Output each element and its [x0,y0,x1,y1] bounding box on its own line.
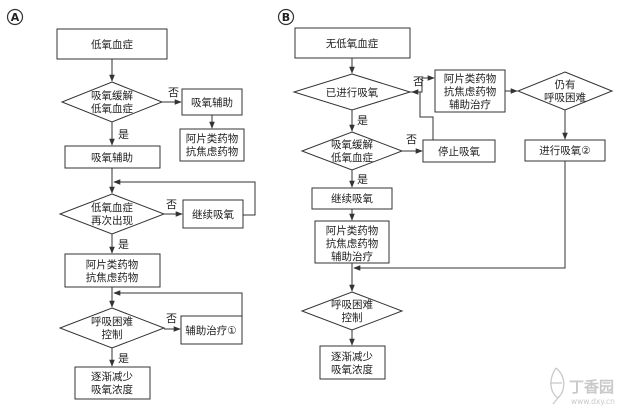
a-decision-2-line-1: 低氧血症 [91,201,133,214]
b-box-2 [314,220,390,264]
a-decision-1-yes-label: 是 [118,128,129,141]
b-decision-1-no-label: 否 [413,75,424,88]
panel-b-marker-circle [277,8,295,26]
b-box-1-line-1: 阿片类药物 [444,72,497,85]
a-decision-1 [60,81,164,123]
a-box-2-line-1: 阿片类药物 [86,258,139,271]
b-decision-2-no-label: 否 [406,133,417,146]
watermark: 丁香园 www.dxy.cn [550,367,615,406]
a-box-3 [74,366,151,400]
b-arrow-d1-no [410,75,435,93]
b-start-label: 无低氧血症 [326,37,379,50]
b-oxygen-box-label: 进行吸氧② [539,144,590,157]
a-box-1-label: 吸氧辅助 [91,151,133,164]
b-box-1 [434,69,506,113]
b-decision-3 [300,291,404,331]
b-decision-2-line-2: 低氧血症 [331,151,373,164]
b-decision-persist [516,71,614,111]
b-decision-1-yes-label: 是 [357,114,368,127]
a-side-box-2-line-2: 抗焦虑药物 [186,145,239,158]
a-decision-3-yes-label: 是 [118,352,129,365]
a-start-label: 低氧血症 [91,38,133,51]
a-side-box-1 [181,88,243,116]
b-continue-box-label: 继续吸氧 [331,192,373,205]
a-decision-1-no-label: 否 [168,86,179,99]
a-side-box-3-label: 继续吸氧 [192,208,234,221]
b-box-2-line-2: 抗焦虑药物 [326,237,379,250]
watermark-brand: 丁香园 [569,378,614,396]
a-box-2-line-2: 抗焦虑药物 [86,271,139,284]
panel-b-marker: B [282,11,290,24]
b-box-3 [319,345,386,380]
b-decision-persist-line-1: 仍有 [555,78,576,91]
b-box-2-line-3: 辅助治疗 [331,250,373,263]
b-stop-box [422,139,496,163]
a-side-box-4 [180,315,243,345]
b-box-1-line-3: 辅助治疗 [449,98,491,111]
b-decision-3-line-1: 呼吸困难 [331,299,373,311]
b-arrow-oxygen-merge [353,161,566,271]
a-decision-1-line-2: 低氧血症 [91,102,133,115]
panel-b: B 无低氧血症 已进行吸氧 否 阿片类药物 抗焦虑药物 辅助治疗 仍有 呼吸困难… [277,8,614,380]
a-decision-2-yes-label: 是 [118,238,129,251]
b-box-1-line-2: 抗焦虑药物 [444,85,497,98]
b-box-3-line-1: 逐渐减少 [331,350,373,363]
a-side-box-2 [179,128,245,162]
b-box-2-line-1: 阿片类药物 [326,224,379,237]
b-decision-2 [300,131,404,171]
a-box-2 [64,253,161,288]
a-side-box-2-line-1: 阿片类药物 [186,132,239,145]
a-decision-3-line-2: 控制 [102,328,123,341]
panel-a: A 低氧血症 吸氧缓解 低氧血症 否 吸氧辅助 阿片类药物 抗焦虑药物 是 吸氧… [6,8,256,400]
a-decision-1-line-1: 吸氧缓解 [91,89,133,102]
a-loop-arrow-1 [113,179,256,216]
b-decision-2-line-1: 吸氧缓解 [331,138,373,151]
b-decision-3-line-2: 控制 [342,311,363,324]
a-box-3-line-1: 逐渐减少 [91,370,133,383]
b-decision-2-yes-label: 是 [357,173,368,186]
b-stop-box-label: 停止吸氧 [438,145,480,158]
a-side-box-1-label: 吸氧辅助 [191,96,233,109]
b-decision-persist-line-2: 呼吸困难 [544,92,586,104]
a-side-box-4-label: 辅助治疗① [185,324,236,337]
a-decision-2-no-label: 否 [166,198,177,211]
b-decision-1-label: 已进行吸氧 [326,86,379,99]
b-box-3-line-2: 吸氧浓度 [331,363,373,376]
a-decision-2-line-2: 再次出现 [91,214,133,227]
a-box-3-line-2: 吸氧浓度 [91,383,133,396]
a-decision-3-line-1: 呼吸困难 [91,316,133,328]
a-decision-2 [58,193,166,235]
a-decision-3-no-label: 否 [166,312,177,325]
a-side-box-3 [182,199,244,229]
panel-a-marker: A [11,11,20,24]
dxy-logo-icon [550,367,565,405]
panel-a-marker-circle [6,8,24,26]
a-decision-3 [58,307,166,349]
watermark-url: www.dxy.cn [571,397,615,406]
